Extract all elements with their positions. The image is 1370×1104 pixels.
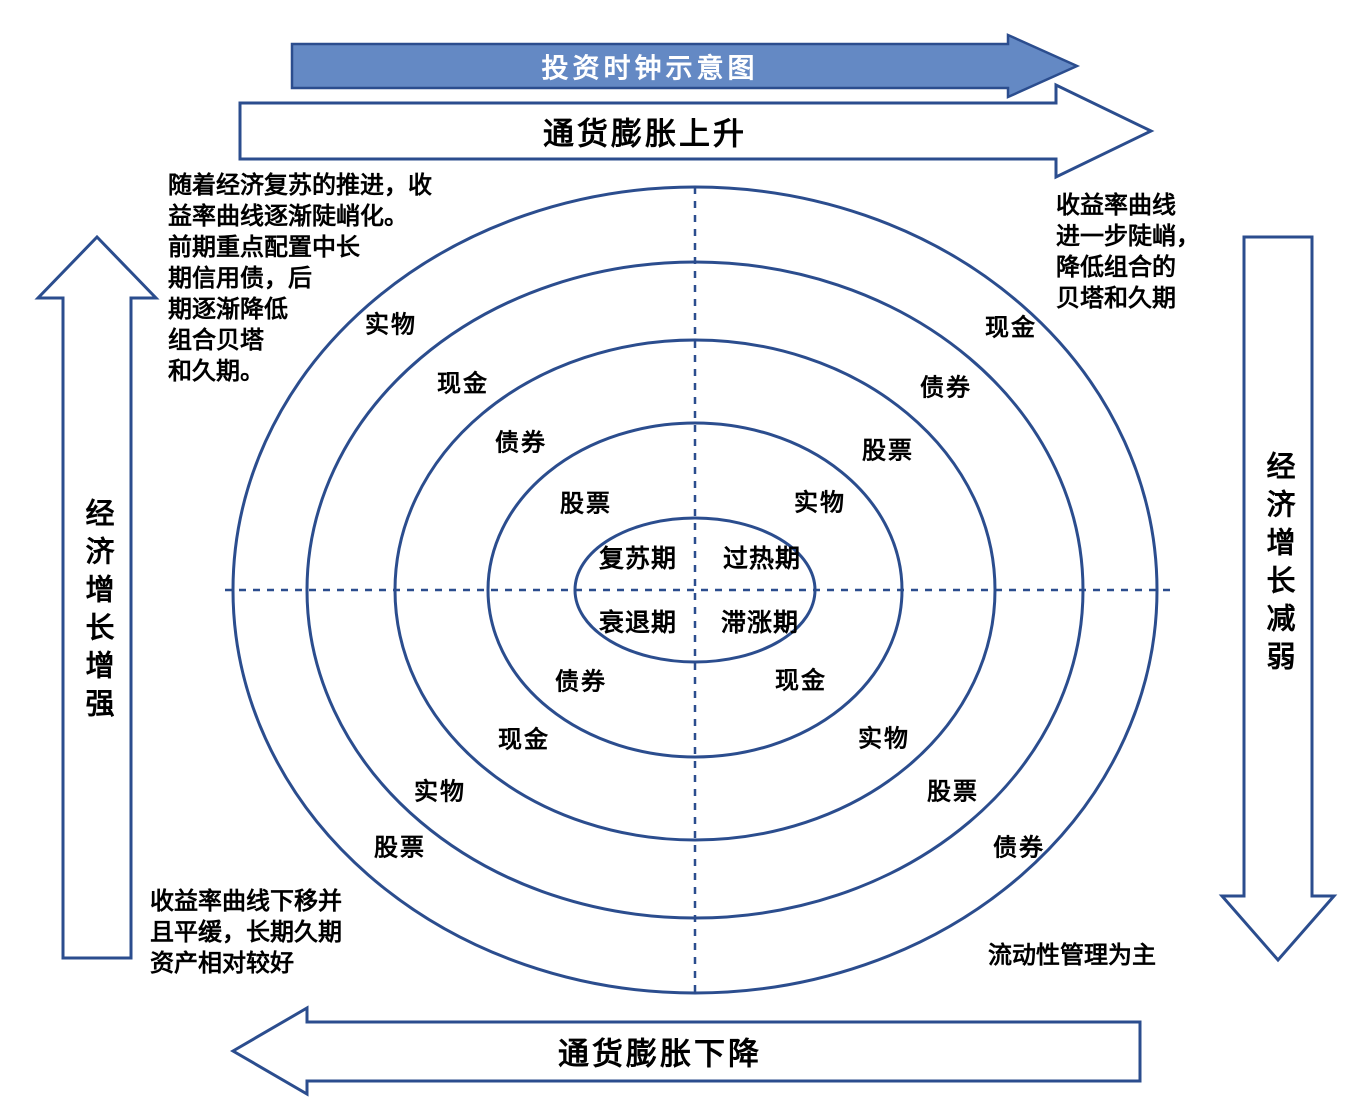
ring4-asset-top-left: 实物: [365, 311, 417, 339]
phase-label-recession: 衰退期: [598, 609, 678, 637]
annotation-line: 随着经济复苏的推进，收: [168, 172, 432, 199]
ring3-asset-top-left: 现金: [437, 370, 489, 398]
growth-down-arrow: [1218, 235, 1338, 963]
ring1-asset-top-right: 实物: [794, 489, 846, 517]
annotation-line: 进一步陡峭，: [1056, 223, 1200, 250]
ring1-asset-top-left: 股票: [560, 490, 612, 518]
title-banner-arrow: [290, 33, 1081, 99]
annotation-top-left: 随着经济复苏的推进，收 益率曲线逐渐陡峭化。 前期重点配置中长 期信用债，后 期…: [168, 170, 432, 387]
ring4-asset-top-right: 现金: [985, 314, 1037, 342]
ring2-asset-bottom-right: 实物: [858, 725, 910, 753]
annotation-line: 前期重点配置中长: [168, 234, 360, 261]
ring4-asset-bottom-right: 债券: [993, 834, 1045, 862]
inflation-up-arrow: [238, 82, 1155, 180]
phase-label-overheat: 过热期: [722, 545, 802, 573]
growth-up-arrow: [34, 234, 160, 960]
ring3-asset-top-right: 债券: [920, 374, 972, 402]
title-banner-label: 投资时钟示意图: [541, 53, 759, 84]
annotation-line: 降低组合的: [1056, 254, 1176, 281]
annotation-top-right: 收益率曲线 进一步陡峭， 降低组合的 贝塔和久期: [1056, 190, 1200, 314]
inflation-down-label: 通货膨胀下降: [558, 1036, 762, 1072]
annotation-line: 组合贝塔: [168, 327, 264, 354]
annotation-line: 期逐渐降低: [168, 296, 288, 323]
annotation-bottom-left: 收益率曲线下移并 且平缓，长期久期 资产相对较好: [150, 886, 342, 979]
ring4-asset-bottom-left: 股票: [374, 834, 426, 862]
phase-label-recovery: 复苏期: [598, 545, 678, 573]
ring3-asset-bottom-right: 股票: [927, 778, 979, 806]
annotation-line: 和久期。: [168, 358, 264, 385]
annotation-line: 收益率曲线下移并: [150, 888, 342, 915]
ring1-asset-bottom-right: 现金: [775, 667, 827, 695]
ring2-asset-top-right: 股票: [862, 437, 914, 465]
growth-down-label: 经济增长减弱: [1262, 451, 1294, 679]
annotation-line: 资产相对较好: [150, 950, 294, 977]
annotation-line: 且平缓，长期久期: [150, 919, 342, 946]
growth-up-label: 经济增长增强: [81, 498, 113, 726]
ring3-asset-bottom-left: 实物: [414, 778, 466, 806]
ring1-asset-bottom-left: 债券: [555, 668, 607, 696]
ring2-asset-bottom-left: 现金: [498, 726, 550, 754]
inflation-up-label: 通货膨胀上升: [543, 116, 747, 152]
phase-label-stagflation: 滞涨期: [720, 609, 800, 637]
annotation-line: 贝塔和久期: [1056, 285, 1176, 312]
annotation-line: 收益率曲线: [1056, 192, 1176, 219]
ring2-asset-top-left: 债券: [495, 429, 547, 457]
inflation-down-arrow: [230, 1005, 1142, 1097]
annotation-bottom-right: 流动性管理为主: [988, 942, 1156, 969]
annotation-line: 益率曲线逐渐陡峭化。: [168, 203, 408, 230]
annotation-line: 期信用债，后: [168, 265, 312, 292]
